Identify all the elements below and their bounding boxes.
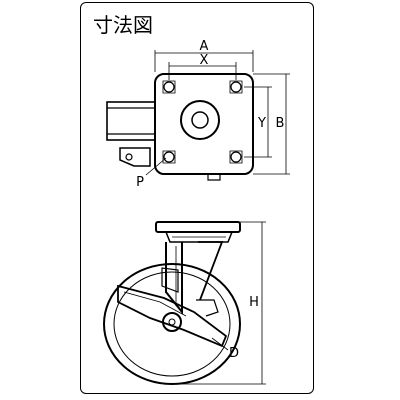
top-view [106,50,290,181]
label-h: H [249,295,259,310]
brake-body-top [106,101,156,141]
bolt-hole [162,80,176,94]
label-p: P [136,175,144,190]
fork-leg [165,242,183,315]
page-title: 寸法図 [93,13,153,37]
bolt-hole [162,150,176,164]
center-boss [180,100,220,140]
plate-tab [207,174,221,181]
side-view [103,221,266,385]
side-plate [155,221,241,233]
label-d: D [229,346,239,361]
center-hole [191,111,209,129]
brake-pedal-top [119,147,151,167]
label-b: B [276,116,285,131]
label-a: A [200,39,209,54]
top-plate [154,73,254,175]
label-x: X [200,53,209,68]
leader-p [145,157,167,176]
diagram-frame: 寸法図 [80,2,314,394]
swivel-race [164,231,234,243]
axle [162,312,182,332]
bolt-hole [229,150,243,164]
label-y: Y [257,116,266,131]
leader-d [211,337,229,351]
bolt-hole [229,80,243,94]
wheel [103,263,241,385]
